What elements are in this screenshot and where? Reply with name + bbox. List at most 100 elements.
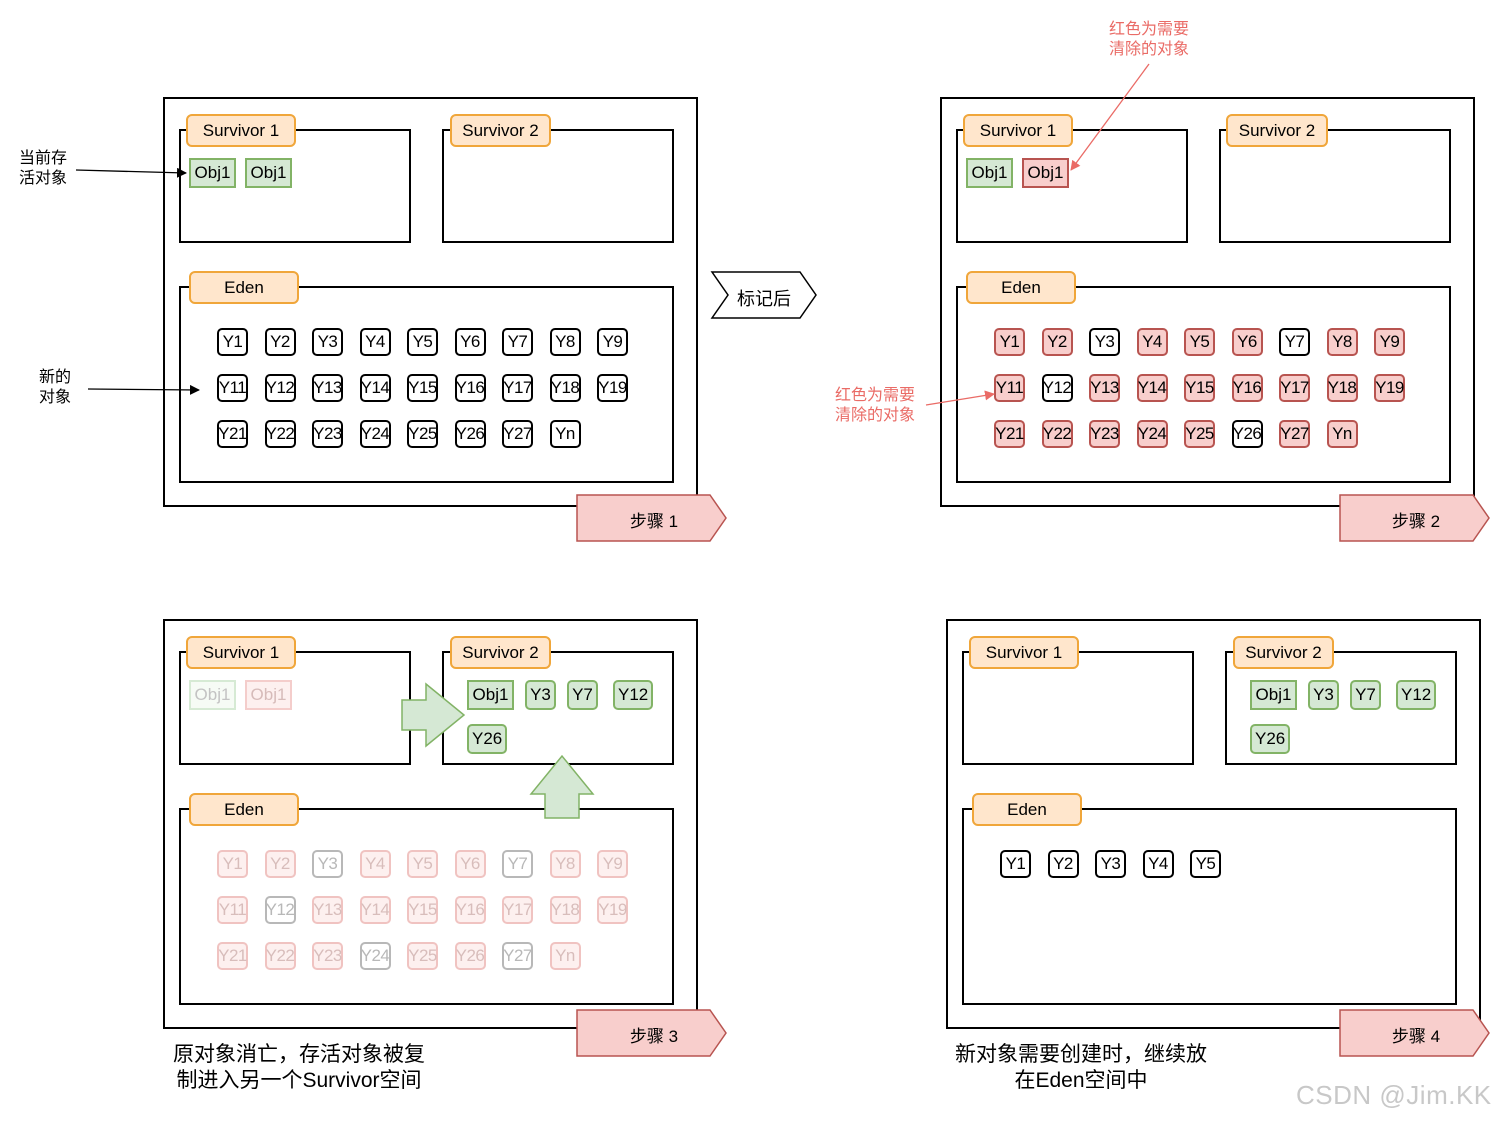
survivor2-object-obj1: Obj1 — [1250, 680, 1297, 710]
eden-object-y23: Y23 — [312, 942, 343, 970]
eden-object-y11: Y11 — [994, 374, 1025, 402]
eden-object-y15: Y15 — [407, 374, 438, 402]
step2-obj1-live: Obj1 — [966, 158, 1013, 188]
eden-object-y22: Y22 — [264, 420, 296, 448]
step1-survivor2-region — [442, 129, 674, 243]
step1-tag — [576, 494, 727, 542]
eden-object-y11: Y11 — [217, 896, 248, 924]
step2-survivor2-region — [1219, 129, 1451, 243]
eden-object-y4: Y4 — [359, 850, 391, 878]
eden-object-y1: Y1 — [217, 328, 248, 356]
eden-object-y13: Y13 — [312, 896, 343, 924]
survivor2-object-y26: Y26 — [1250, 724, 1291, 754]
survivor2-object-y3: Y3 — [1308, 680, 1339, 710]
step3-caption: 原对象消亡，存活对象被复 制进入另一个Survivor空间 — [173, 1043, 425, 1092]
survivor2-object-y12: Y12 — [1396, 680, 1437, 710]
step2-tag-label: 步骤 2 — [1391, 512, 1441, 531]
eden-object-y21: Y21 — [217, 420, 248, 448]
eden-object-y8: Y8 — [549, 850, 581, 878]
eden-object-y1: Y1 — [217, 850, 248, 878]
eden-object-yn: Yn — [549, 942, 581, 970]
step3-tag-label: 步骤 3 — [629, 1027, 679, 1046]
eden-object-y7: Y7 — [1279, 328, 1310, 356]
eden-object-y23: Y23 — [312, 420, 343, 448]
eden-object-y15: Y15 — [407, 896, 438, 924]
eden-object-y3: Y3 — [1089, 328, 1120, 356]
eden-object-y19: Y19 — [597, 374, 628, 402]
eden-object-y4: Y4 — [1142, 850, 1174, 878]
eden-object-y23: Y23 — [1089, 420, 1120, 448]
survivor2-object-y26: Y26 — [467, 724, 508, 754]
eden-object-y25: Y25 — [407, 942, 438, 970]
eden-object-y26: Y26 — [1231, 420, 1263, 448]
eden-object-y25: Y25 — [407, 420, 438, 448]
step1-obj1-a: Obj1 — [189, 158, 236, 188]
transition-label: 标记后 — [737, 289, 791, 309]
eden-object-y1: Y1 — [1000, 850, 1031, 878]
step1-survivor2-label: Survivor 2 — [450, 114, 551, 147]
eden-object-y12: Y12 — [264, 896, 296, 924]
survivor2-object-y7: Y7 — [1350, 680, 1381, 710]
step3-eden-label: Eden — [189, 793, 299, 826]
step3-obj1-faded-live: Obj1 — [189, 680, 236, 710]
eden-object-y22: Y22 — [264, 942, 296, 970]
step1-note-new: 新的 对象 — [38, 369, 71, 406]
eden-object-y24: Y24 — [1136, 420, 1168, 448]
eden-object-y2: Y2 — [1041, 328, 1073, 356]
survivor2-object-y7: Y7 — [567, 680, 598, 710]
transition-tag — [710, 271, 817, 319]
step1-survivor1-label: Survivor 1 — [186, 114, 296, 147]
eden-object-y17: Y17 — [1279, 374, 1310, 402]
eden-object-y3: Y3 — [312, 850, 343, 878]
step2-eden-region — [956, 286, 1451, 483]
step3-survivor1-label: Survivor 1 — [186, 636, 296, 669]
eden-object-y16: Y16 — [454, 896, 486, 924]
step1-tag-label: 步骤 1 — [629, 512, 679, 531]
eden-object-y1: Y1 — [994, 328, 1025, 356]
eden-object-y18: Y18 — [1326, 374, 1358, 402]
survivor2-object-obj1: Obj1 — [467, 680, 514, 710]
eden-object-y5: Y5 — [407, 850, 438, 878]
eden-object-y13: Y13 — [312, 374, 343, 402]
eden-object-y8: Y8 — [549, 328, 581, 356]
eden-object-y19: Y19 — [597, 896, 628, 924]
step2-note-top: 红色为需要 清除的对象 — [1108, 21, 1189, 58]
step4-tag-label: 步骤 4 — [1391, 1027, 1441, 1046]
step2-obj1-dead: Obj1 — [1022, 158, 1069, 188]
eden-object-y26: Y26 — [454, 420, 486, 448]
eden-object-y2: Y2 — [264, 328, 296, 356]
step1-eden-label: Eden — [189, 271, 299, 304]
eden-object-y9: Y9 — [597, 328, 628, 356]
eden-object-y19: Y19 — [1374, 374, 1405, 402]
eden-object-y3: Y3 — [1095, 850, 1126, 878]
eden-object-y21: Y21 — [217, 942, 248, 970]
eden-object-y12: Y12 — [264, 374, 296, 402]
step3-copy-arrow-up — [529, 754, 595, 819]
eden-object-y9: Y9 — [1374, 328, 1405, 356]
eden-object-y7: Y7 — [502, 850, 533, 878]
step1-obj1-b: Obj1 — [245, 158, 292, 188]
eden-object-y5: Y5 — [1184, 328, 1215, 356]
eden-object-y5: Y5 — [1190, 850, 1221, 878]
eden-object-y16: Y16 — [454, 374, 486, 402]
eden-object-y2: Y2 — [264, 850, 296, 878]
eden-object-y22: Y22 — [1041, 420, 1073, 448]
eden-object-y4: Y4 — [359, 328, 391, 356]
eden-object-y6: Y6 — [454, 850, 486, 878]
eden-object-y2: Y2 — [1047, 850, 1079, 878]
eden-object-y18: Y18 — [549, 374, 581, 402]
eden-object-y25: Y25 — [1184, 420, 1215, 448]
step3-survivor2-label: Survivor 2 — [450, 636, 551, 669]
eden-object-y15: Y15 — [1184, 374, 1215, 402]
step3-obj1-faded-dead: Obj1 — [245, 680, 292, 710]
step4-eden-label: Eden — [972, 793, 1082, 826]
eden-object-yn: Yn — [1326, 420, 1358, 448]
eden-object-y6: Y6 — [1231, 328, 1263, 356]
eden-object-y12: Y12 — [1041, 374, 1073, 402]
step4-caption: 新对象需要创建时，继续放 在Eden空间中 — [955, 1043, 1207, 1092]
step4-tag — [1339, 1009, 1490, 1057]
eden-object-y18: Y18 — [549, 896, 581, 924]
eden-object-y16: Y16 — [1231, 374, 1263, 402]
step4-survivor2-label: Survivor 2 — [1233, 636, 1334, 669]
eden-object-y17: Y17 — [502, 896, 533, 924]
